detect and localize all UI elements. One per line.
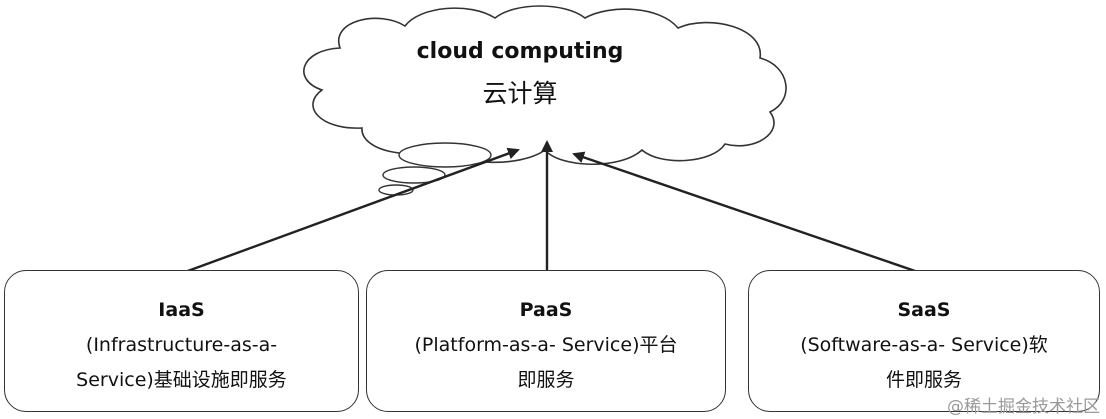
iaas-desc-line1: (Infrastructure-as-a-: [85, 334, 278, 356]
arrow-iaas-to-cloud: [184, 147, 520, 274]
cloud-shape: [303, 5, 787, 165]
arrow-saas-to-cloud: [572, 151, 919, 274]
saas-box: SaaS (Software-as-a- Service)软 件即服务: [748, 270, 1100, 412]
iaas-title: IaaS: [158, 299, 205, 321]
thought-bubble-medium: [382, 166, 446, 184]
watermark: @稀土掘金技术社区: [947, 397, 1100, 417]
paas-desc-line1: (Platform-as-a- Service)平台: [414, 334, 678, 356]
cloud-subtitle: 云计算: [482, 79, 558, 108]
saas-desc-line1: (Software-as-a- Service)软: [800, 334, 1048, 356]
thought-bubble-large: [398, 142, 492, 168]
paas-desc-line2: 即服务: [517, 369, 575, 391]
paas-title: PaaS: [519, 299, 573, 321]
iaas-box: IaaS (Infrastructure-as-a- Service)基础设施即…: [4, 270, 359, 412]
iaas-desc-line2: Service)基础设施即服务: [76, 369, 287, 391]
saas-title: SaaS: [897, 299, 951, 321]
paas-box: PaaS (Platform-as-a- Service)平台 即服务: [366, 270, 726, 412]
saas-desc-line2: 件即服务: [885, 369, 962, 391]
cloud-title: cloud computing: [416, 39, 624, 64]
